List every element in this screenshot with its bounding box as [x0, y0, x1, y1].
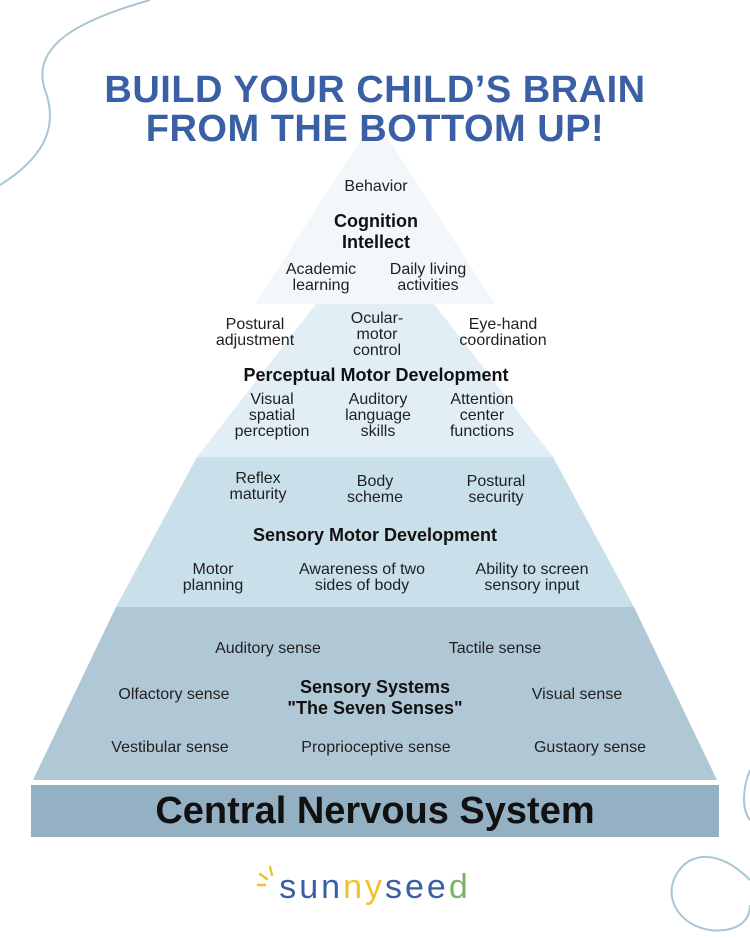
label-tactile-sense: Tactile sense — [448, 640, 542, 657]
brand-letter: n — [343, 868, 365, 906]
brand-letter: y — [365, 868, 385, 906]
sun-rays-icon — [256, 865, 274, 887]
label-screen-sensory-input: Ability to screen sensory input — [475, 561, 589, 594]
label-vestibular-sense: Vestibular sense — [111, 739, 229, 756]
base-central-nervous-system: Central Nervous System — [155, 790, 595, 832]
label-motor-planning: Motor planning — [182, 561, 244, 594]
title-line-2: FROM THE BOTTOM UP! — [145, 108, 605, 150]
title-line-1: BUILD YOUR CHILD’S BRAIN — [104, 69, 646, 111]
brand-logo-sunnyseed: sunnyseed — [0, 868, 750, 907]
label-gustatory-sense: Gustaory sense — [533, 739, 647, 756]
label-academic-learning: Academic learning — [285, 261, 357, 294]
label-body-scheme: Body scheme — [346, 473, 404, 506]
heading-sensory-systems: Sensory Systems "The Seven Senses" — [287, 677, 463, 718]
tier-sensory-systems — [33, 607, 717, 780]
label-eye-hand: Eye-hand coordination — [459, 316, 547, 349]
label-daily-living: Daily living activities — [389, 261, 467, 294]
heading-sensory-motor: Sensory Motor Development — [252, 525, 498, 545]
label-visual-sense: Visual sense — [531, 686, 623, 703]
label-proprioceptive-sense: Proprioceptive sense — [301, 739, 451, 756]
decorative-curve-bottom-right — [670, 855, 750, 932]
label-visual-spatial: Visual spatial perception — [234, 391, 310, 440]
label-postural-security: Postural security — [466, 473, 526, 506]
brand-letter: u — [299, 868, 322, 906]
brand-letter: d — [448, 868, 471, 906]
brand-letter: e — [405, 868, 427, 906]
brand-letter: e — [426, 868, 449, 906]
label-postural-adjustment: Postural adjustment — [215, 316, 295, 349]
label-reflex-maturity: Reflex maturity — [229, 470, 287, 503]
decorative-curve-right — [743, 769, 750, 821]
brand-letter: s — [385, 868, 405, 906]
label-olfactory-sense: Olfactory sense — [118, 686, 230, 703]
base-band — [31, 785, 719, 837]
label-ocular-motor: Ocular- motor control — [350, 310, 404, 359]
tier-perceptual-motor-bg — [197, 304, 553, 457]
label-auditory-language: Auditory language skills — [345, 391, 411, 440]
tier-sensory-motor-bg — [116, 457, 634, 607]
label-auditory-sense: Auditory sense — [215, 640, 321, 657]
heading-cognition: Cognition Intellect — [334, 211, 418, 252]
label-attention-center: Attention center functions — [449, 391, 515, 440]
heading-perceptual: Perceptual Motor Development — [243, 365, 509, 385]
brand-letter: n — [321, 868, 344, 906]
label-behavior: Behavior — [344, 178, 408, 195]
brand-letter: s — [279, 868, 300, 906]
tier-cognition-bg — [255, 118, 495, 304]
decorative-curve-top-left — [0, 0, 151, 186]
label-awareness-two-sides: Awareness of two sides of body — [299, 561, 425, 594]
